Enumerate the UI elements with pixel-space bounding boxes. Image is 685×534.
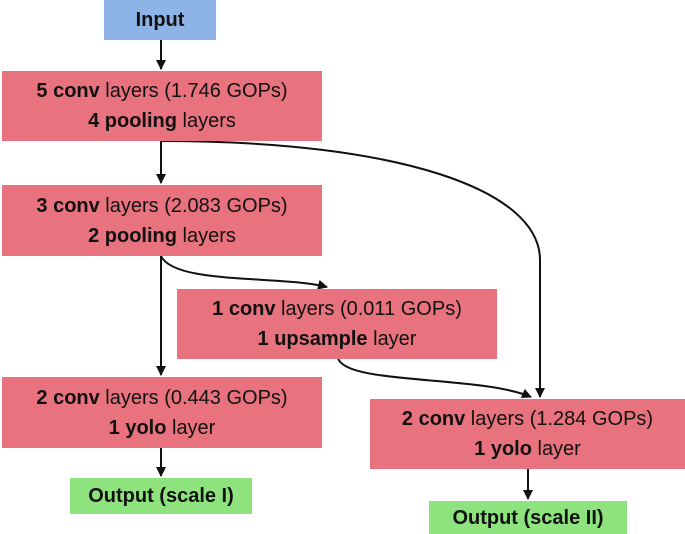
block3-line2: 1 upsample layer [258,324,417,354]
block1-line1-rest: layers (1.746 GOPs) [99,80,288,102]
block3-node: 1 conv layers (0.011 GOPs) 1 upsample la… [177,289,497,359]
input-node: Input [104,0,216,40]
block1-line2-bold: 4 pooling [88,110,177,132]
output2-node: Output (scale II) [429,501,627,534]
output1-label: Output (scale I) [88,485,234,507]
block2-line2-rest: layers [176,224,236,247]
output1-node: Output (scale I) [70,478,252,514]
edge-block3-block5 [337,357,532,399]
block1-line2: 4 pooling layers [88,106,236,136]
block2-line2: 2 pooling layers [88,221,236,251]
block5-line2: 1 yolo layer [474,434,581,464]
block4-line1: 2 conv layers (0.443 GOPs) [36,383,287,413]
block4-line2: 1 yolo layer [109,413,216,443]
output2-label: Output (scale II) [452,506,604,529]
block1-line2-rest: layers [176,110,236,132]
block5-line2-rest: layer [531,438,581,460]
block5-line1-bold: 2 conv [401,408,466,430]
block1-line1-bold: 5 conv [36,80,100,102]
block2-node: 3 conv layers (2.083 GOPs) 2 pooling lay… [2,185,322,256]
block4-line2-bold: 1 yolo [108,416,167,439]
block1-node: 5 conv layers (1.746 GOPs) 4 pooling lay… [2,71,322,141]
block5-node: 2 conv layers (1.284 GOPs) 1 yolo layer [370,399,685,469]
block3-line1-rest: layers (0.011 GOPs) [275,298,462,320]
block2-line1: 3 conv layers (2.083 GOPs) [36,191,287,221]
block5-line1: 2 conv layers (1.284 GOPs) [402,404,653,434]
edge-block1-block5 [160,140,545,398]
block4-line1-rest: layers (0.443 GOPs) [99,386,288,409]
block2-line1-bold: 3 conv [36,194,100,217]
block2-line2-bold: 2 pooling [88,224,177,247]
block2-line1-rest: layers (2.083 GOPs) [99,194,288,217]
block3-line2-bold: 1 upsample [257,328,368,350]
block5-line2-bold: 1 yolo [474,438,532,460]
block4-line2-rest: layer [166,416,216,439]
input-label: Input [135,9,185,31]
block3-line1: 1 conv layers (0.011 GOPs) [212,294,462,324]
block5-line1-rest: layers (1.284 GOPs) [465,408,654,430]
block1-line1: 5 conv layers (1.746 GOPs) [36,76,287,106]
block4-line1-bold: 2 conv [36,386,100,409]
block4-node: 2 conv layers (0.443 GOPs) 1 yolo layer [2,377,322,448]
block3-line2-rest: layer [367,328,417,350]
edge-block2-block3 [160,255,328,290]
block3-line1-bold: 1 conv [212,298,276,320]
